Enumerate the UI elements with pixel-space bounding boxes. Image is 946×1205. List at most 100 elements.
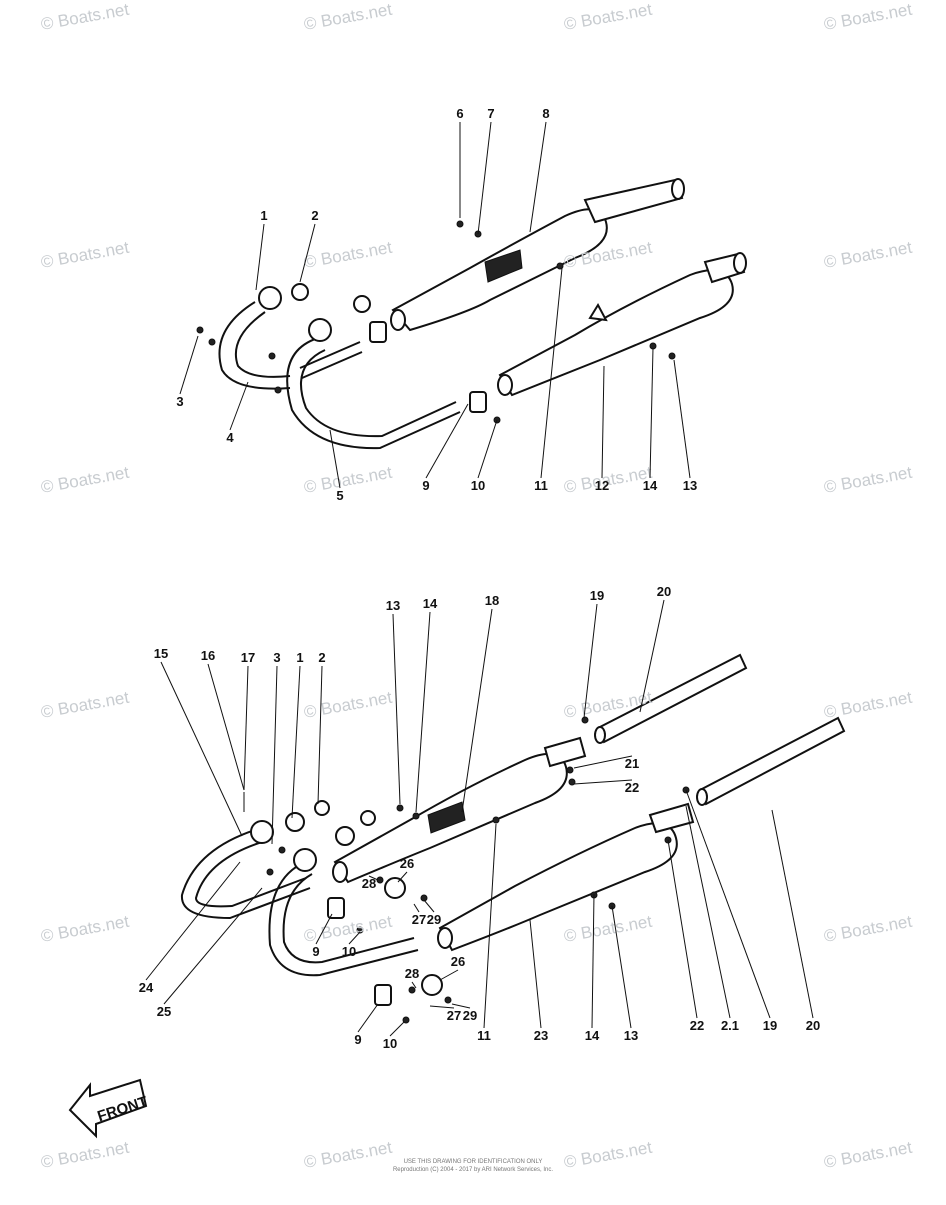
watermark-text: © Boats.net <box>39 0 130 34</box>
callout-upper-1: 1 <box>260 208 267 223</box>
callout-lower-19: 19 <box>590 588 604 603</box>
callout-lower-28: 28 <box>362 876 376 891</box>
watermark-text: © Boats.net <box>562 1138 653 1172</box>
watermark-text: © Boats.net <box>39 1138 130 1172</box>
leader-line <box>429 1005 455 1009</box>
leader-line <box>477 121 492 235</box>
callout-lower-27: 27 <box>447 1008 461 1023</box>
callout-upper-7: 7 <box>487 106 494 121</box>
leader-line <box>771 809 814 1019</box>
callout-lower-2: 2 <box>318 650 325 665</box>
callout-lower-29: 29 <box>427 912 441 927</box>
watermark-text: © Boats.net <box>822 912 913 946</box>
leader-line <box>591 893 595 1029</box>
callout-lower-20: 20 <box>806 1018 820 1033</box>
leader-line <box>611 905 632 1029</box>
leader-line <box>573 755 633 769</box>
callout-lower-16: 16 <box>201 648 215 663</box>
leader-line <box>411 981 417 989</box>
leader-line <box>392 613 401 805</box>
leader-line <box>529 919 542 1029</box>
leader-line <box>243 665 249 791</box>
callout-lower-20: 20 <box>657 584 671 599</box>
leader-line <box>317 665 323 805</box>
watermark-text: © Boats.net <box>39 238 130 272</box>
callout-lower-9: 9 <box>354 1032 361 1047</box>
callout-upper-6: 6 <box>456 106 463 121</box>
leader-line <box>601 365 605 479</box>
callout-upper-3: 3 <box>176 394 183 409</box>
leader-line <box>389 1021 405 1037</box>
callout-lower-11: 11 <box>477 1028 491 1043</box>
leader-line <box>673 359 691 479</box>
leader-line <box>667 839 698 1019</box>
upper-exhaust-assembly <box>196 178 747 450</box>
leader-line <box>357 1003 379 1033</box>
callout-upper-10: 10 <box>471 478 485 493</box>
leader-line <box>207 663 245 791</box>
muffler-upper-front <box>497 252 747 397</box>
leader-line <box>255 223 265 291</box>
callout-lower-26: 26 <box>400 856 414 871</box>
callout-lower-28: 28 <box>405 966 419 981</box>
callout-upper-14: 14 <box>643 478 658 493</box>
callout-lower-29: 29 <box>463 1008 477 1023</box>
leader-line <box>413 903 420 913</box>
leader-line <box>415 611 431 813</box>
callout-lower-25: 25 <box>157 1004 171 1019</box>
muffler-lower-front <box>437 802 695 952</box>
leader-line <box>425 403 469 479</box>
callout-lower-21: 21 <box>625 756 639 771</box>
leader-line <box>461 608 493 813</box>
callout-upper-4: 4 <box>226 430 234 445</box>
muffler-lower-rear <box>332 736 587 884</box>
callout-lower-19: 19 <box>763 1018 777 1033</box>
watermark-text: © Boats.net <box>822 1138 913 1172</box>
leader-line <box>315 913 333 945</box>
callout-lower-10: 10 <box>342 944 356 959</box>
leader-line <box>477 419 498 479</box>
callout-lower-13: 13 <box>386 598 400 613</box>
callout-lower-14: 14 <box>585 1028 600 1043</box>
leader-line <box>573 779 633 785</box>
watermark-text: © Boats.net <box>822 463 913 497</box>
leader-line <box>423 899 435 913</box>
tailpipe-20-upper <box>594 653 748 744</box>
callout-upper-5: 5 <box>336 488 343 503</box>
leader-line <box>397 871 408 883</box>
leader-line <box>649 347 654 479</box>
leader-line <box>639 599 665 713</box>
leader-line <box>368 875 379 881</box>
callout-lower-27: 27 <box>412 912 426 927</box>
leader-lines <box>145 121 814 1037</box>
callout-lower-24: 24 <box>139 980 154 995</box>
leader-line <box>329 429 341 489</box>
watermark-text: © Boats.net <box>822 688 913 722</box>
callout-lower-9: 9 <box>312 944 319 959</box>
callout-upper-9: 9 <box>422 478 429 493</box>
watermark-text: © Boats.net <box>302 238 393 272</box>
callout-lower-13: 13 <box>624 1028 638 1043</box>
watermark-text: © Boats.net <box>562 912 653 946</box>
leader-line <box>451 1003 471 1009</box>
leader-line <box>348 931 361 945</box>
leader-line <box>229 381 249 431</box>
callout-upper-8: 8 <box>542 106 549 121</box>
watermark-text: © Boats.net <box>822 0 913 34</box>
callout-lower-1: 1 <box>296 650 303 665</box>
copyright-line-1: USE THIS DRAWING FOR IDENTIFICATION ONLY <box>404 1159 543 1165</box>
leader-line <box>160 661 243 837</box>
front-direction-arrow: FRONT <box>68 1078 150 1139</box>
watermark-text: © Boats.net <box>39 463 130 497</box>
leader-line <box>145 861 241 981</box>
callout-lower-22: 22 <box>625 780 639 795</box>
callout-lower-18: 18 <box>485 593 499 608</box>
muffler-upper-rear <box>390 178 685 332</box>
watermark-text: © Boats.net <box>302 0 393 34</box>
callout-lower-22: 22 <box>690 1018 704 1033</box>
callout-lower-14: 14 <box>423 596 438 611</box>
watermark-text: © Boats.net <box>302 463 393 497</box>
callout-lower-15: 15 <box>154 646 168 661</box>
leader-line <box>163 887 263 1005</box>
